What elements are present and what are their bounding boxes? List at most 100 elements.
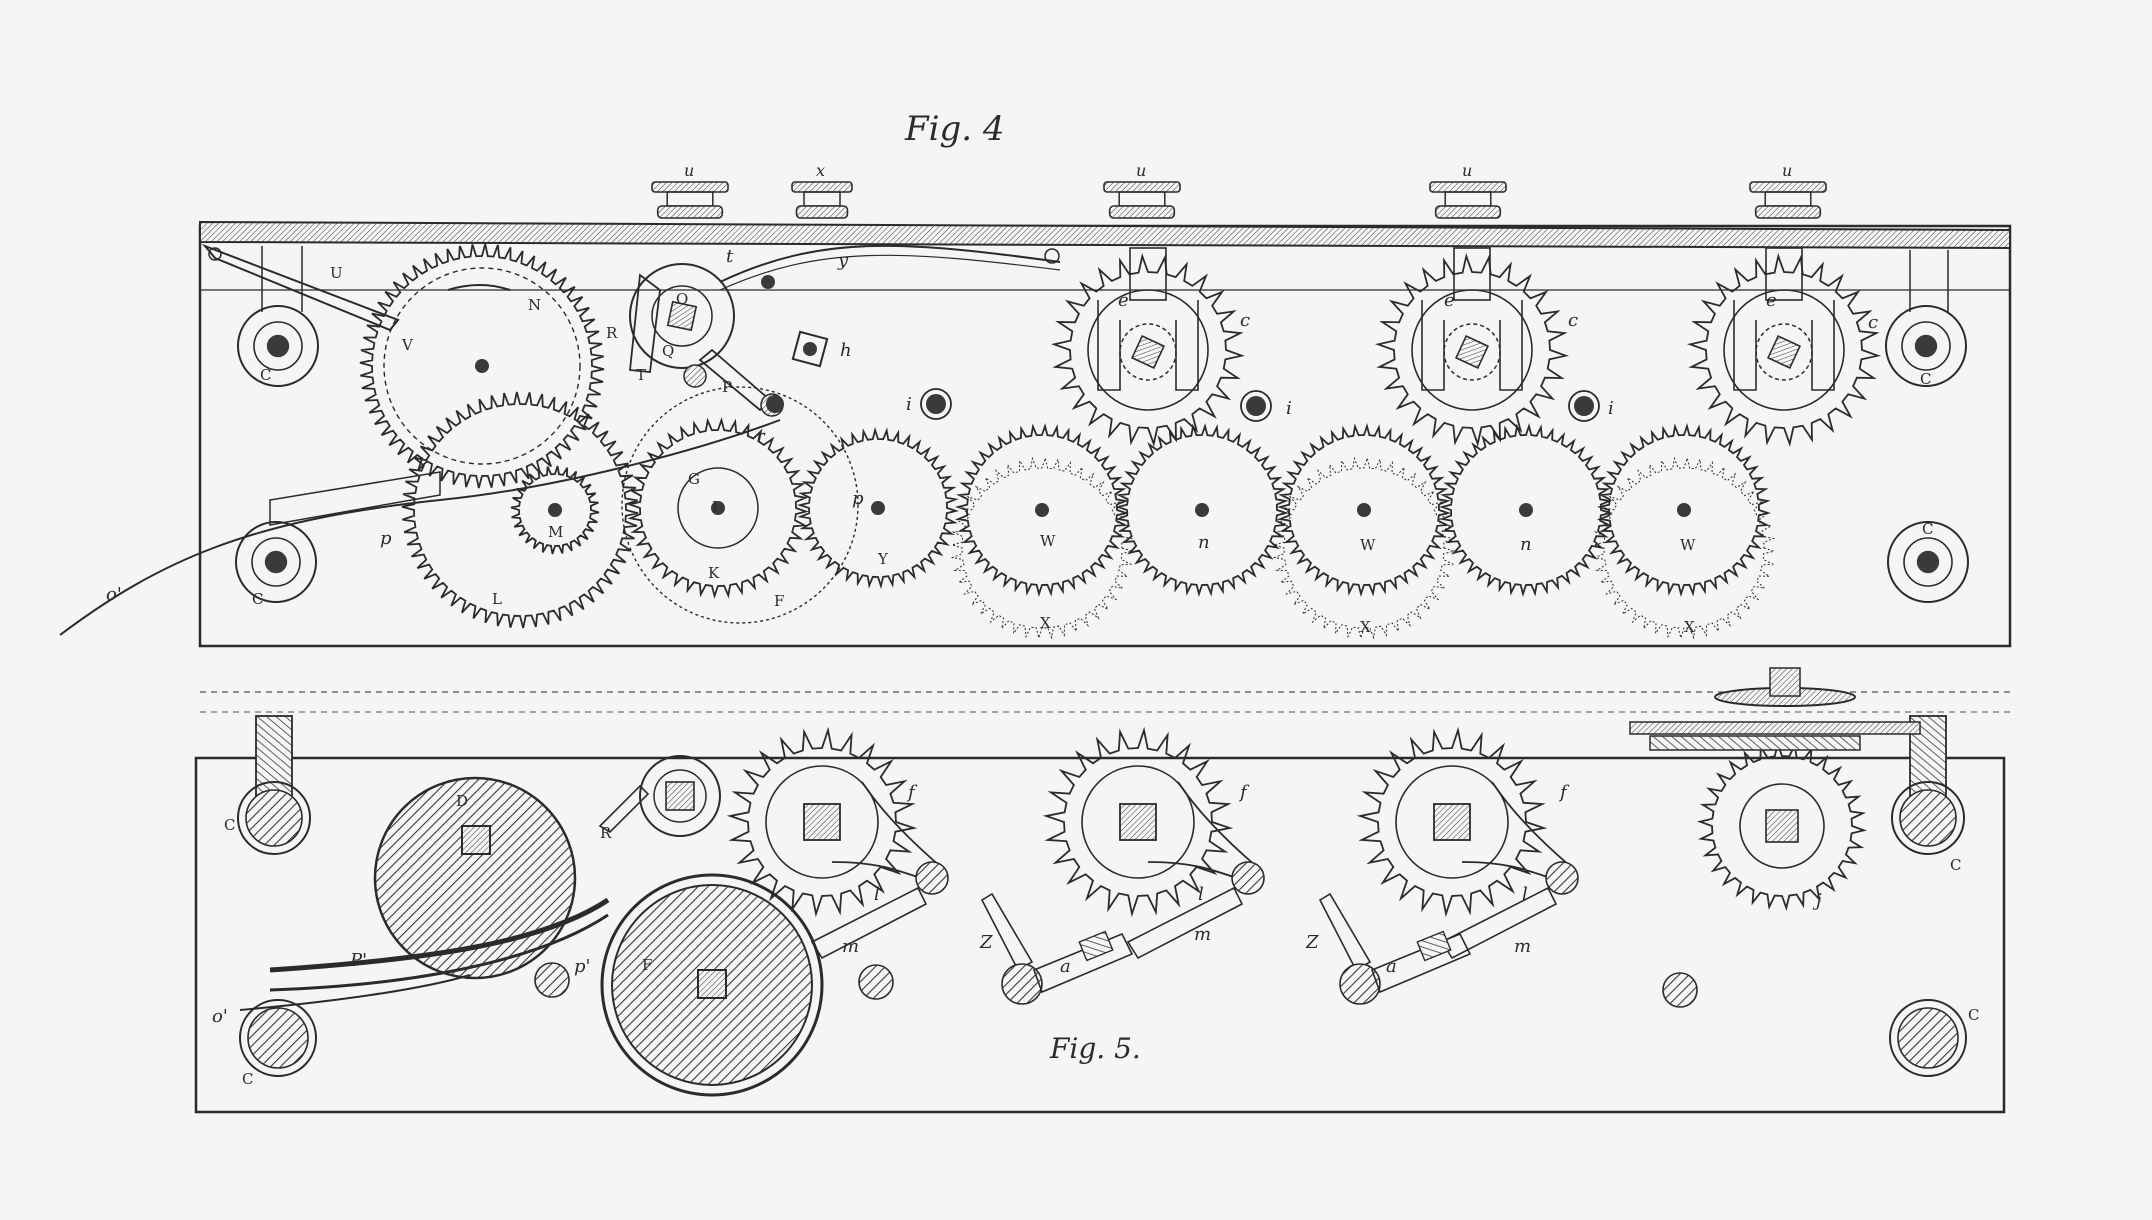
fig4-top-plate <box>199 220 2011 250</box>
pin-3 <box>1662 972 1698 1008</box>
ring-f <box>621 386 859 624</box>
label5-p_prime-20: p' <box>574 956 590 977</box>
pin-i-1 <box>920 388 952 420</box>
knob-u-3 <box>1429 181 1507 219</box>
rod-y <box>719 244 1061 283</box>
label5-D-4: D <box>456 792 468 810</box>
pawl-a-2 <box>1318 892 1472 1005</box>
label-T-6: T <box>636 366 646 384</box>
pin-i-3 <box>1568 390 1600 422</box>
label5-o_prime-22: o' <box>212 1006 228 1027</box>
label-knob-u-3: u <box>1462 161 1472 180</box>
knob-x-1 <box>791 181 853 219</box>
label-W-35: W <box>1040 532 1056 550</box>
label5-F-19: F <box>642 956 652 974</box>
label5-a-15: a <box>1060 956 1071 977</box>
label-n-38: n <box>1520 534 1532 555</box>
roller-c-4 <box>1887 521 1969 603</box>
star-wheel-e-2 <box>1374 247 1570 448</box>
bottom-roller-c-2 <box>1889 999 1967 1077</box>
label-X-40: X <box>1040 614 1051 632</box>
label5-m-14: m <box>1514 936 1531 957</box>
gear-w-1 <box>954 422 1130 598</box>
gear-j <box>1696 740 1868 912</box>
label-P-10: P <box>722 378 732 396</box>
roller-c-3 <box>1885 305 1967 387</box>
label5-f-6: f <box>906 782 918 803</box>
label-C-22: C <box>1920 370 1931 388</box>
fig4-frame <box>198 224 2012 648</box>
star-wheel-f-3 <box>1356 726 1579 960</box>
label-t-7: t <box>726 246 734 267</box>
gear-l <box>401 391 639 629</box>
label-Q-5: Q <box>662 342 674 360</box>
label-W-37: W <box>1360 536 1376 554</box>
label-e-15: e <box>1118 290 1129 311</box>
label-I-26: I <box>712 498 718 516</box>
gear-n-1 <box>1114 422 1290 598</box>
label-M-29: M <box>548 523 563 541</box>
label5-j-23: j <box>1812 890 1822 911</box>
gear-w-2 <box>1276 422 1452 598</box>
gear-k <box>627 417 809 599</box>
label-C-21: C <box>260 366 271 384</box>
bottom-roller-c-1 <box>239 999 317 1077</box>
label-c-14: c <box>1868 312 1878 333</box>
star-wheel-e-3 <box>1686 247 1882 448</box>
label-e-17: e <box>1766 290 1777 311</box>
star-wheel-e-1 <box>1050 247 1246 448</box>
pin-i-2 <box>1240 390 1272 422</box>
post-roller-c-1 <box>237 715 311 855</box>
disk-d <box>373 776 577 980</box>
gear-n <box>359 243 605 489</box>
label-X-41: X <box>1360 618 1371 636</box>
label5-R-5: R <box>600 824 612 842</box>
label-N-2: N <box>528 296 541 314</box>
label-y-8: y <box>837 250 849 271</box>
label5-l-11: l <box>1522 884 1528 905</box>
roller-c-1 <box>237 305 319 387</box>
lever-u <box>201 243 400 332</box>
label5-C-1: C <box>1950 856 1961 874</box>
pin-2 <box>858 964 894 1000</box>
label-p-33: p <box>852 488 864 509</box>
knob-u-4 <box>1749 181 1827 219</box>
label-U-0: U <box>330 264 343 282</box>
label-O-4: O <box>676 290 688 308</box>
label-c-12: c <box>1240 310 1250 331</box>
figure-5-title: Fig. 5. <box>1049 1032 1141 1065</box>
pin-1 <box>534 962 570 998</box>
label-p-31: p <box>380 528 392 549</box>
gear-m <box>510 465 600 555</box>
label5-C-0: C <box>224 816 235 834</box>
knob-u-0 <box>651 181 729 219</box>
label-i-20: i <box>1608 398 1614 419</box>
label-knob-x-1: x <box>816 161 825 180</box>
label5-f-8: f <box>1558 782 1570 803</box>
label5-z-17: Z <box>979 932 993 953</box>
label-r-11: r <box>756 426 766 447</box>
label-L-30: L <box>492 590 502 608</box>
label-e-16: e <box>1444 290 1455 311</box>
gear-y <box>796 426 960 590</box>
label5-z-18: Z <box>1305 932 1319 953</box>
label5-C-3: C <box>1968 1006 1979 1024</box>
label5-l-9: l <box>874 884 880 905</box>
roller-c-2 <box>235 521 317 603</box>
label5-l-10: l <box>1198 884 1204 905</box>
wheel-r <box>598 755 721 837</box>
label-knob-u-4: u <box>1782 161 1792 180</box>
label-W-39: W <box>1680 536 1696 554</box>
square-pin-h <box>791 330 829 368</box>
label-V-1: V <box>401 336 414 354</box>
gear-w-3 <box>1596 422 1772 598</box>
label-o_prime-32: o' <box>106 584 122 605</box>
label5-C-2: C <box>242 1070 253 1088</box>
belt-p <box>59 419 781 636</box>
label-G-25: G <box>688 470 700 488</box>
figure-4-title: Fig. 4 <box>904 109 1004 149</box>
